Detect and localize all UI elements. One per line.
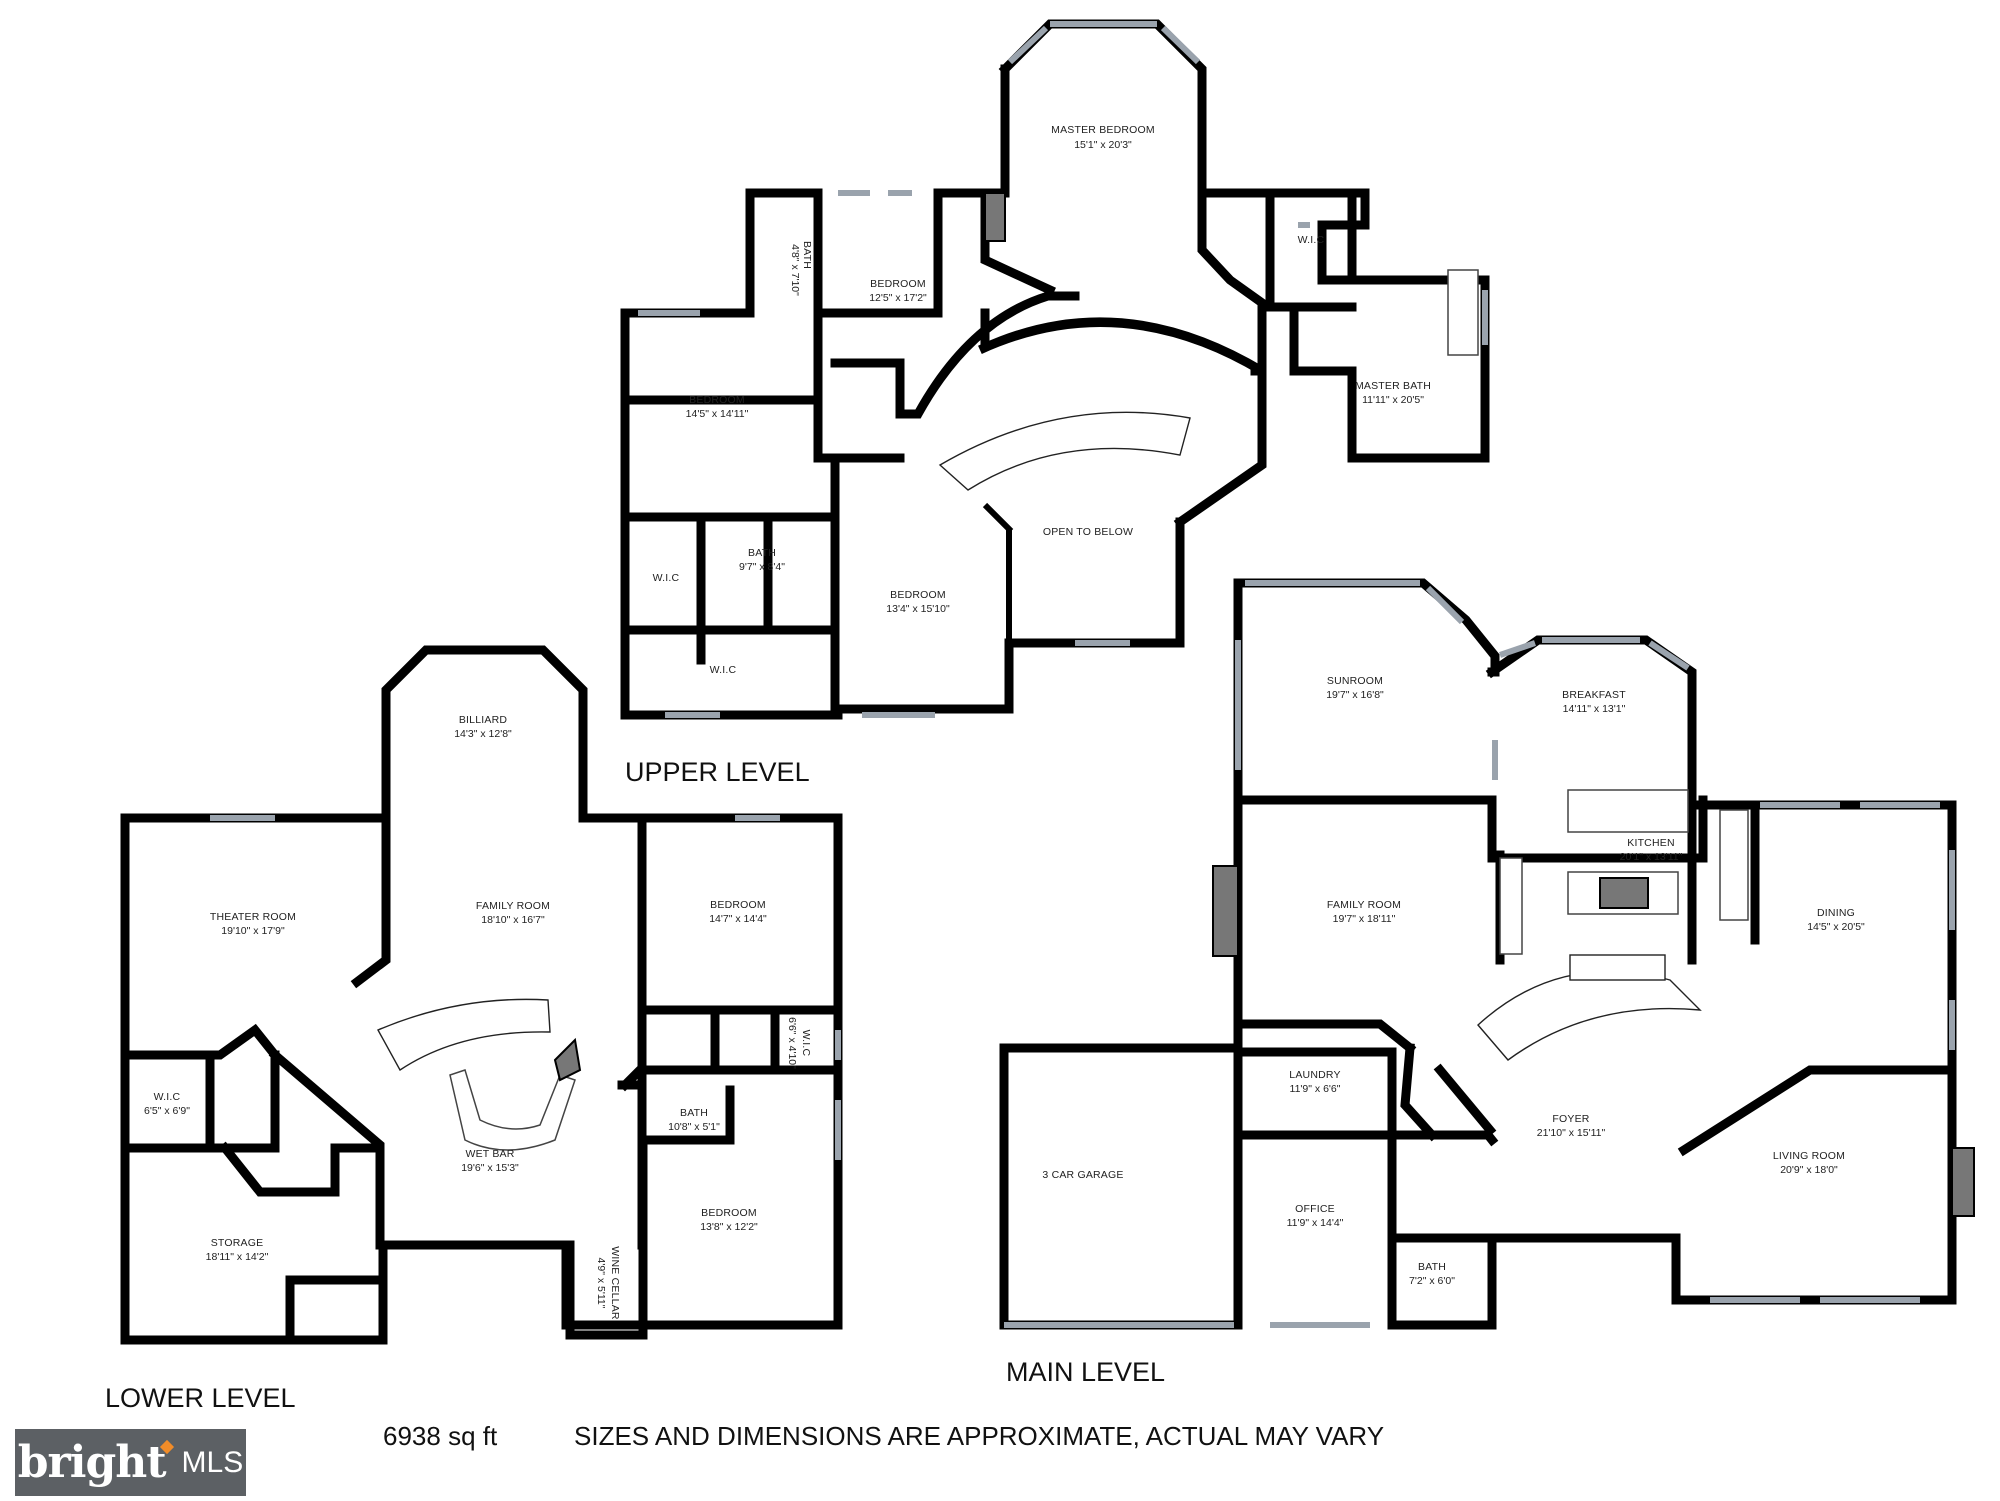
level-title-lower: LOWER LEVEL — [105, 1383, 296, 1413]
room-name-wic-lower-b: W.I.C — [800, 1030, 812, 1057]
room-name-bedroom-2: BEDROOM — [689, 394, 745, 406]
room-dim-wine-cellar: 4'9" x 5'11" — [595, 1258, 607, 1309]
logo-suffix: MLS — [181, 1445, 244, 1479]
room-dim-office: 11'9" x 14'4" — [1287, 1217, 1344, 1229]
room-dim-wic-lower-a: 6'5" x 6'9" — [144, 1105, 190, 1117]
room-name-wine-cellar: WINE CELLAR — [609, 1246, 621, 1320]
room-dim-wic-lower-b: 6'6" x 4'10" — [786, 1017, 798, 1069]
room-dim-master-bedroom: 15'1" x 20'3" — [1074, 139, 1132, 151]
room-name-billiard: BILLIARD — [459, 714, 508, 726]
upper-level-plan — [620, 19, 1490, 720]
room-name-sunroom: SUNROOM — [1327, 675, 1383, 687]
room-name-office: OFFICE — [1295, 1203, 1335, 1215]
lower-level-plan — [120, 645, 843, 1345]
room-name-bedroom-lower-b: BEDROOM — [701, 1207, 757, 1219]
room-dim-sunroom: 19'7" x 16'8" — [1326, 689, 1384, 701]
room-dim-living-room: 20'9" x 18'0" — [1780, 1164, 1838, 1176]
room-name-storage: STORAGE — [211, 1237, 264, 1249]
disclaimer-text: SIZES AND DIMENSIONS ARE APPROXIMATE, AC… — [574, 1421, 1384, 1451]
room-name-wet-bar: WET BAR — [465, 1148, 514, 1160]
room-dim-bath-main: 7'2" x 6'0" — [1409, 1275, 1455, 1287]
room-name-bath-upper-b: BATH — [748, 547, 776, 559]
room-name-garage: 3 CAR GARAGE — [1042, 1169, 1123, 1181]
level-title-upper: UPPER LEVEL — [625, 757, 810, 787]
room-name-bath-lower: BATH — [680, 1107, 708, 1119]
level-title-main: MAIN LEVEL — [1006, 1357, 1165, 1387]
room-name-living-room: LIVING ROOM — [1773, 1150, 1845, 1162]
room-name-bath-main: BATH — [1418, 1261, 1446, 1273]
room-dim-bedroom-2: 14'5" x 14'11" — [686, 408, 749, 420]
room-dim-bath-upper-a: 4'8" x 7'10" — [789, 244, 801, 296]
room-dim-theater-room: 19'10" x 17'9" — [221, 925, 285, 937]
room-dim-bath-lower: 10'8" x 5'1" — [668, 1121, 720, 1133]
room-name-dining: DINING — [1817, 907, 1855, 919]
room-dim-family-room-lower: 18'10" x 16'7" — [481, 914, 545, 926]
room-dim-billiard: 14'3" x 12'8" — [454, 728, 512, 740]
room-dim-bedroom-1: 12'5" x 17'2" — [869, 292, 927, 304]
room-name-bedroom-lower-a: BEDROOM — [710, 899, 766, 911]
logo-word: bright — [17, 1437, 167, 1488]
room-dim-foyer: 21'10" x 15'11" — [1537, 1127, 1606, 1139]
room-name-master-bath: MASTER BATH — [1355, 380, 1431, 392]
room-name-laundry: LAUNDRY — [1289, 1069, 1340, 1081]
room-name-theater-room: THEATER ROOM — [210, 911, 296, 923]
room-name-family-room-lower: FAMILY ROOM — [476, 900, 550, 912]
room-name-open-to-below: OPEN TO BELOW — [1043, 526, 1133, 538]
main-level-plan — [999, 578, 1975, 1330]
room-name-foyer: FOYER — [1552, 1113, 1589, 1125]
room-dim-laundry: 11'9" x 6'6" — [1290, 1083, 1341, 1095]
room-dim-breakfast: 14'11" x 13'1" — [1563, 703, 1626, 715]
room-name-wic-upper-a: W.I.C — [653, 572, 680, 584]
room-name-family-room-main: FAMILY ROOM — [1327, 899, 1401, 911]
room-name-master-bedroom: MASTER BEDROOM — [1051, 124, 1155, 136]
room-dim-bath-upper-b: 9'7" x 8'4" — [739, 561, 785, 573]
room-dim-bedroom-lower-b: 13'8" x 12'2" — [700, 1221, 758, 1233]
room-name-wic-upper-b: W.I.C — [710, 664, 737, 676]
room-name-breakfast: BREAKFAST — [1562, 689, 1626, 701]
room-dim-storage: 18'11" x 14'2" — [206, 1251, 269, 1263]
room-name-bedroom-1: BEDROOM — [870, 278, 926, 290]
room-name-bedroom-3: BEDROOM — [890, 589, 946, 601]
total-area-label: 6938 sq ft — [383, 1421, 498, 1451]
bright-mls-logo: bright MLS — [15, 1429, 246, 1496]
room-labels: MASTER BEDROOM 15'1" x 20'3" BEDROOM 12'… — [144, 124, 1865, 1320]
room-dim-family-room-main: 19'7" x 18'11" — [1333, 913, 1396, 925]
room-dim-bedroom-lower-a: 14'7" x 14'4" — [709, 913, 767, 925]
room-name-bath-upper-a: BATH — [801, 241, 813, 269]
room-dim-wet-bar: 19'6" x 15'3" — [461, 1162, 519, 1174]
room-name-wic-lower-a: W.I.C — [154, 1091, 181, 1103]
room-dim-dining: 14'5" x 20'5" — [1807, 921, 1865, 933]
room-name-wic-upper-master: W.I.C — [1298, 234, 1325, 246]
room-dim-master-bath: 11'11" x 20'5" — [1362, 394, 1424, 406]
room-dim-kitchen: 20'1" x 13'11" — [1620, 851, 1683, 863]
room-name-kitchen: KITCHEN — [1627, 837, 1675, 849]
room-dim-bedroom-3: 13'4" x 15'10" — [886, 603, 950, 615]
